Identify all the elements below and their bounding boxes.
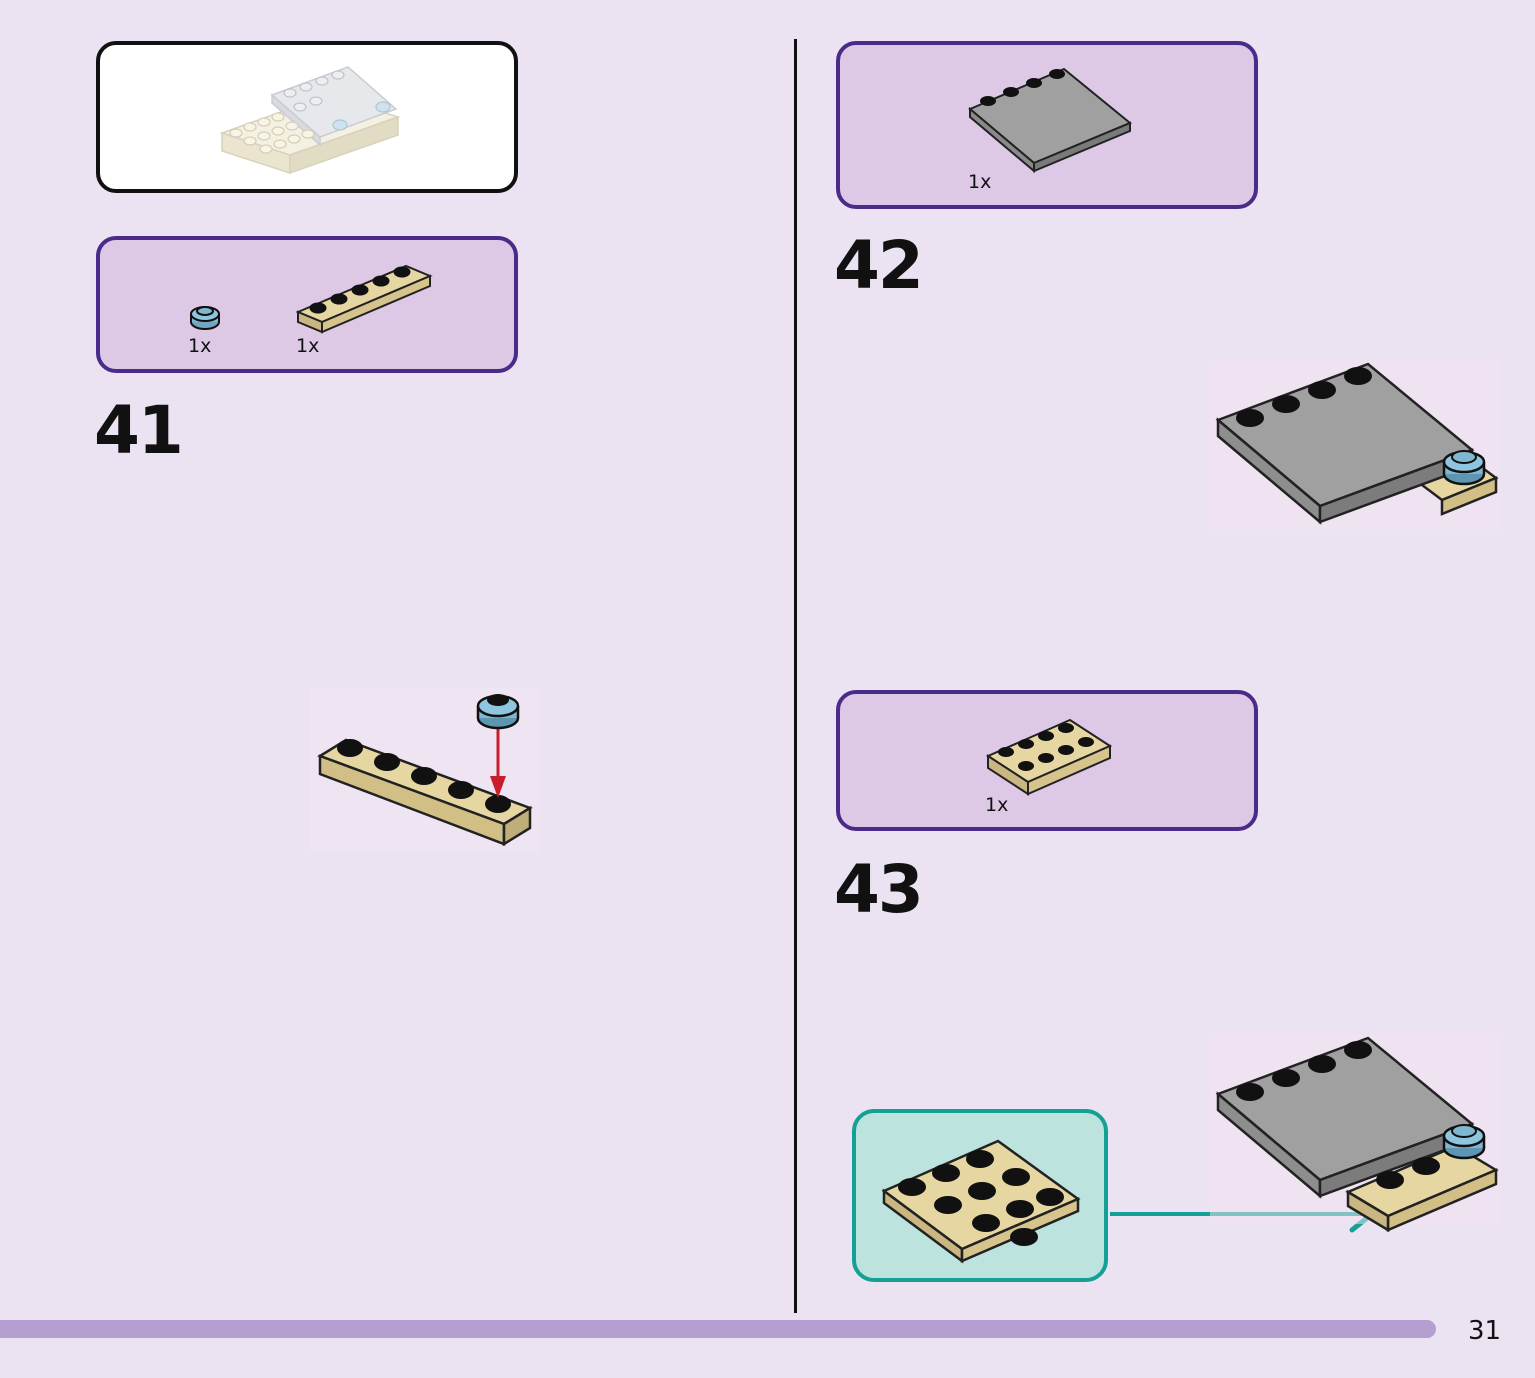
- subassembly-model-icon: [219, 66, 401, 175]
- step-42-build-illustration: [1210, 360, 1500, 530]
- step-43-number: 43: [834, 851, 924, 928]
- step-43-part-1-qty: 1x: [985, 794, 1009, 816]
- step-43-parts-list: 1x: [836, 690, 1258, 831]
- step-42-part-1-qty: 1x: [968, 171, 992, 193]
- tile-4x4-gray-icon: [968, 67, 1132, 174]
- page-number: 31: [1468, 1316, 1502, 1346]
- round-plate-1x1-light-blue-icon: [190, 306, 220, 330]
- step-43-callout: [852, 1109, 1108, 1282]
- step-42-parts-list: 1x: [836, 41, 1258, 209]
- step-43-build-illustration: [1210, 1034, 1500, 1233]
- plate-1x6-tan-icon: [295, 264, 433, 334]
- subassembly-preview: [96, 41, 518, 193]
- step-41-parts-list: 1x 1x: [96, 236, 518, 373]
- page-divider: [794, 39, 797, 1313]
- progress-bar: [0, 1320, 1436, 1338]
- plate-2x4-tan-callout-icon: [881, 1139, 1081, 1264]
- step-41-build-illustration: [310, 688, 540, 853]
- step-42-number: 42: [834, 227, 924, 304]
- step-41-part-1-qty: 1x: [188, 335, 212, 357]
- step-41-part-2-qty: 1x: [296, 335, 320, 357]
- step-41-number: 41: [94, 392, 184, 469]
- plate-2x4-tan-icon: [985, 718, 1113, 796]
